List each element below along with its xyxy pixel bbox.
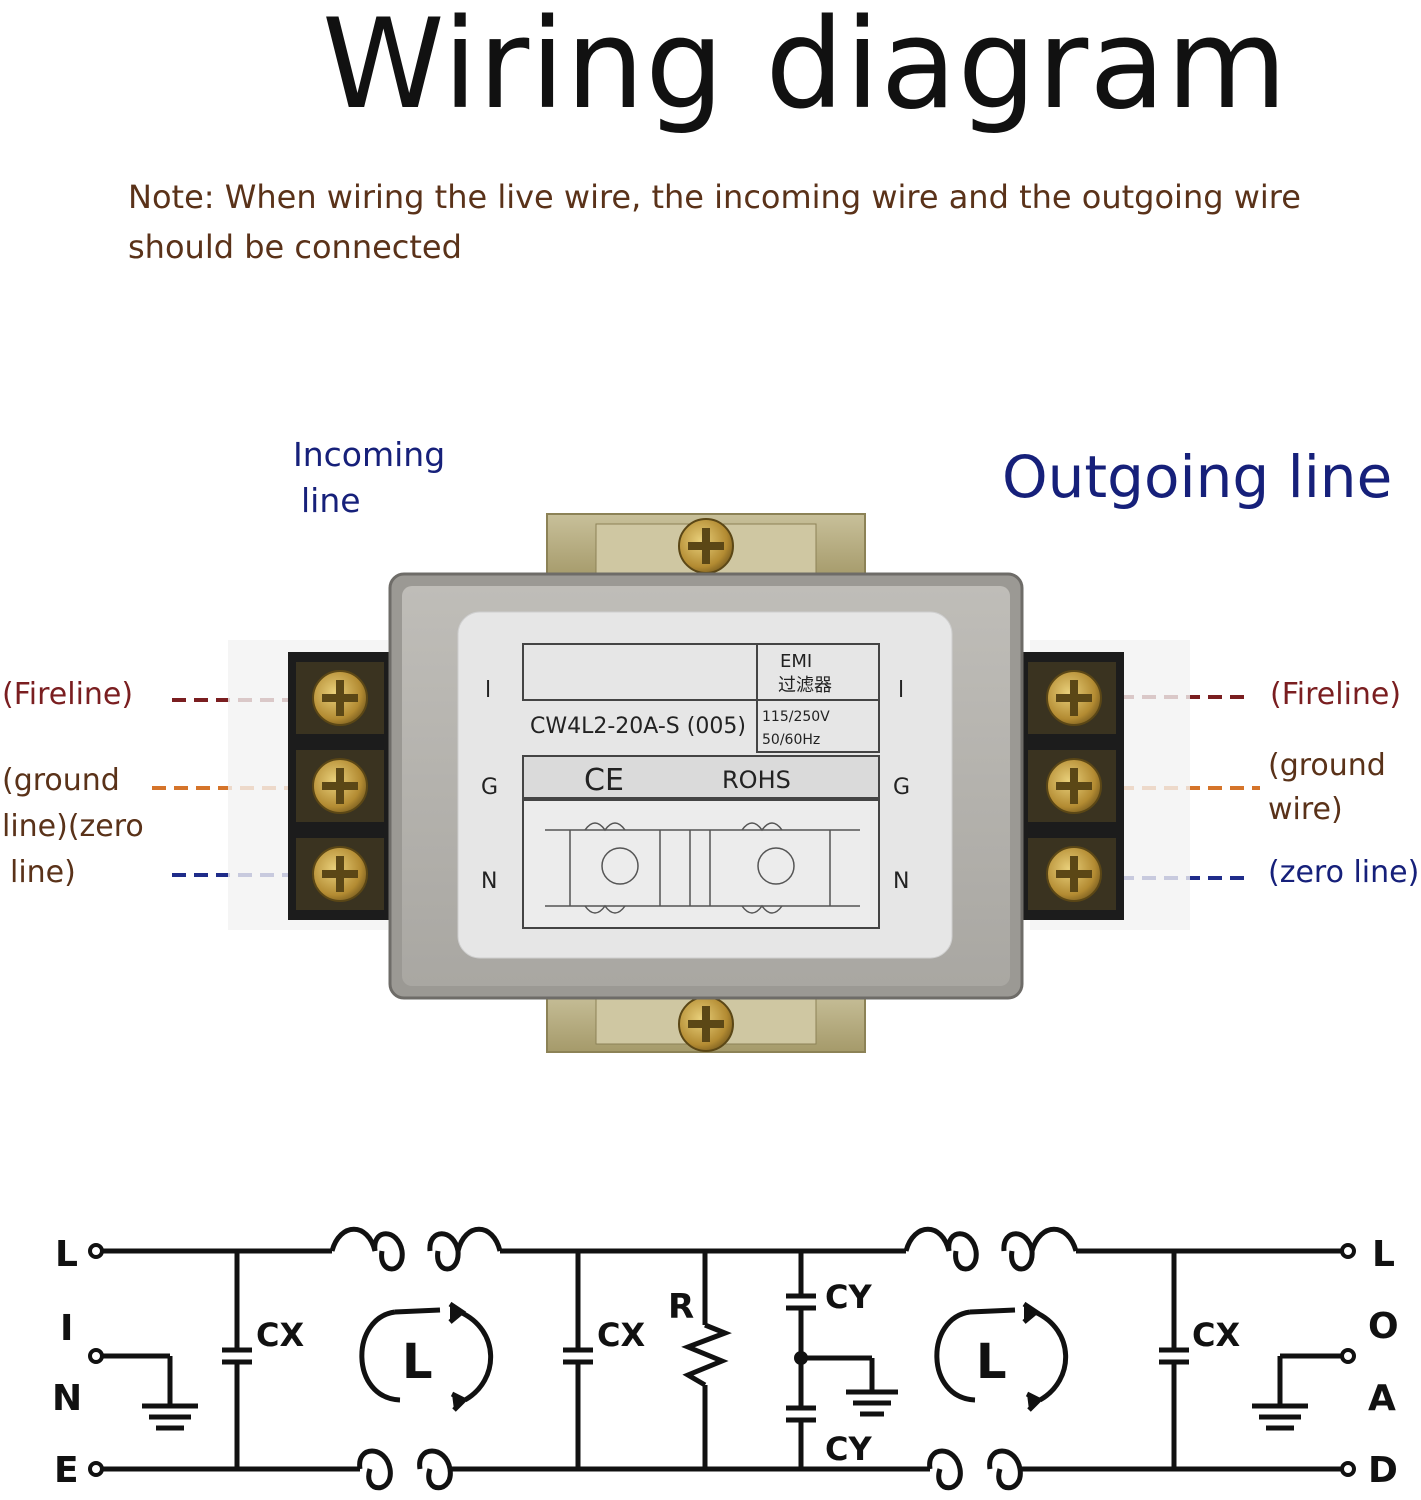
device-ce-mark: CE (584, 763, 624, 798)
outgoing-line-label: Outgoing line (1002, 443, 1393, 511)
incoming-line-label: Incoming line (293, 432, 445, 524)
incoming-label-line2: line (301, 481, 361, 520)
page-title: Wiring diagram (321, 0, 1289, 137)
schematic-labels: L I N E L O A D CX CX CX CY CY R L L (52, 1234, 1399, 1491)
left-ground-line2: line)(zero (2, 809, 144, 844)
schematic-terminals (88, 1243, 1356, 1477)
left-fireline-label: (Fireline) (2, 677, 134, 712)
device-mini-circuit (545, 822, 860, 914)
line-letter-i: I (60, 1308, 73, 1349)
incoming-label-line1: Incoming (293, 435, 446, 474)
device-terminal-mid-right: G (893, 775, 910, 800)
load-letter-o: O (1368, 1306, 1399, 1347)
load-letter-a: A (1368, 1378, 1396, 1419)
choke-label-right: L (976, 1334, 1007, 1390)
cx-label-3: CX (1192, 1316, 1240, 1354)
top-mounting-bracket (546, 513, 866, 579)
resistor-label: R (668, 1287, 694, 1327)
cy-label-bottom: CY (825, 1430, 872, 1468)
device-terminal-top: l (485, 678, 491, 703)
device-emi-text: EMI (780, 651, 812, 672)
load-letter-d: D (1368, 1450, 1398, 1491)
line-letter-n: N (52, 1378, 82, 1419)
right-ground-label: (ground wire) (1268, 744, 1386, 832)
cy-label-top: CY (825, 1278, 872, 1316)
right-ground-line1: (ground (1268, 748, 1386, 783)
left-ground-line3: line) (10, 855, 76, 890)
device-rohs-text: ROHS (722, 766, 791, 794)
wiring-note: Note: When wiring the live wire, the inc… (128, 178, 1301, 266)
device-voltage-text: 115/250V (762, 709, 830, 725)
bottom-mounting-bracket (546, 991, 866, 1053)
line-letter-l: L (55, 1234, 78, 1275)
left-ground-zero-label: (ground line)(zero line) (2, 758, 144, 896)
left-ground-line1: (ground (2, 763, 120, 798)
cx-label-2: CX (597, 1316, 645, 1354)
line-letter-e: E (54, 1450, 79, 1491)
device-terminal-bot: N (481, 869, 497, 894)
choke-label-left: L (402, 1334, 433, 1390)
emi-filter-device: l G N l G N EMI 过滤器 CW4L2-20A-S (005) 11… (388, 572, 1024, 1000)
left-terminal-block (288, 652, 392, 920)
device-model-text: CW4L2-20A-S (005) (530, 714, 746, 739)
filter-schematic (98, 1226, 1346, 1491)
device-emi-cn-text: 过滤器 (778, 675, 832, 696)
right-terminal-block (1020, 652, 1124, 920)
device-terminal-bot-right: N (893, 869, 909, 894)
device-freq-text: 50/60Hz (762, 732, 820, 748)
device-terminal-mid: G (481, 775, 498, 800)
right-fireline-label: (Fireline) (1270, 677, 1402, 712)
cx-label-1: CX (256, 1316, 304, 1354)
load-letter-l: L (1372, 1234, 1395, 1275)
device-terminal-top-right: l (898, 678, 904, 703)
right-zero-line-label: (zero line) (1268, 855, 1420, 890)
right-ground-line2: wire) (1268, 792, 1343, 827)
